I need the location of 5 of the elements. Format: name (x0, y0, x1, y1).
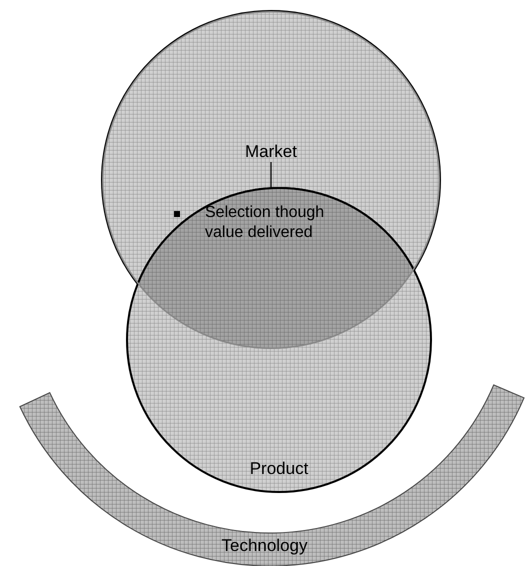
connector-line (270, 162, 272, 188)
node-label: Market (245, 142, 297, 161)
note-text: Selection though value delivered (205, 203, 326, 243)
node-label: Technology (221, 536, 308, 555)
node-label: Product (250, 459, 308, 478)
